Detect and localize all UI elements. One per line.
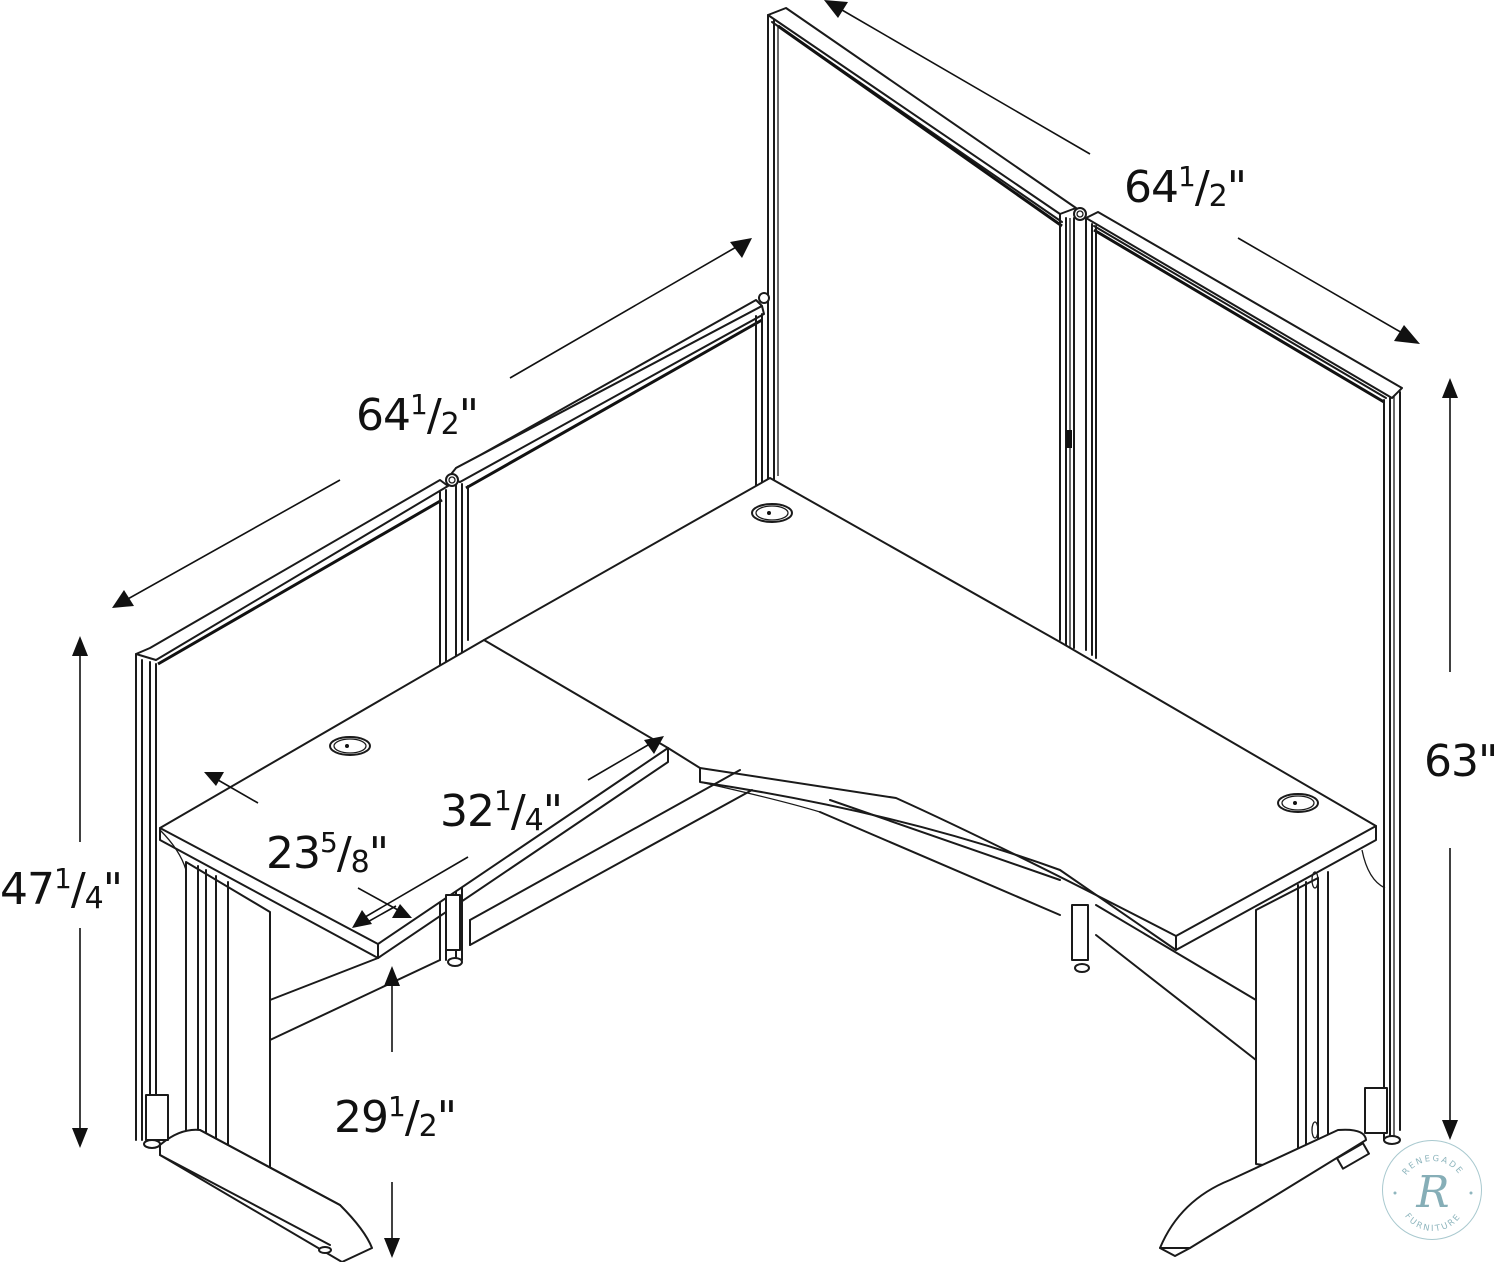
brand-watermark: RENEGADE FURNITURE R: [1382, 1140, 1482, 1240]
dim-numerator: 1: [388, 1090, 406, 1123]
dim-numerator: 5: [320, 826, 338, 859]
label-top-left-width: 641/2": [356, 388, 479, 442]
dim-denominator: 8: [350, 845, 370, 880]
dim-line-tall-height: [1442, 378, 1458, 1140]
grommet-rear: [751, 503, 793, 523]
dim-denominator: 2: [440, 407, 460, 442]
label-desk-height: 291/2": [334, 1090, 457, 1144]
dim-numerator: 1: [494, 784, 512, 817]
short-panel-rear: [447, 299, 765, 961]
dim-whole: 23: [266, 828, 321, 879]
dim-line-short-height: [72, 636, 88, 1148]
panel-connector: [1073, 207, 1087, 221]
tall-panel-right: [1085, 211, 1403, 1141]
dim-line-return-length: [352, 736, 664, 928]
dim-numerator: 1: [410, 388, 428, 421]
leg-right: [1159, 849, 1401, 1257]
dim-numerator: 1: [1178, 160, 1196, 193]
modesty-panel-right: [819, 799, 1061, 916]
dim-unit: ": [102, 864, 123, 915]
dim-line-top-right: [824, 0, 1420, 344]
label-top-right-width: 641/2": [1124, 160, 1247, 214]
grommet-left: [329, 736, 371, 756]
dim-unit: ": [542, 786, 563, 837]
watermark-monogram: R: [1415, 1167, 1449, 1218]
desk-top: [159, 477, 1377, 959]
label-short-panel-height: 471/4": [0, 862, 123, 916]
grommet-right: [1277, 793, 1319, 813]
dim-whole: 63: [1424, 736, 1479, 787]
dim-line-top-left: [112, 238, 752, 608]
dim-whole: 64: [356, 390, 411, 441]
dim-numerator: 1: [54, 862, 72, 895]
modesty-panel-left: [469, 769, 753, 946]
dim-whole: 64: [1124, 162, 1179, 213]
dim-unit: ": [1226, 162, 1247, 213]
dim-whole: 29: [334, 1092, 389, 1143]
dim-unit: ": [458, 390, 479, 441]
dim-whole: 32: [440, 786, 495, 837]
dim-denominator: 2: [418, 1109, 438, 1144]
leg-left: [143, 829, 373, 1262]
dim-denominator: 4: [84, 881, 104, 916]
label-tall-panel-height: 63": [1424, 740, 1498, 784]
dim-denominator: 2: [1208, 179, 1228, 214]
dim-whole: 47: [0, 864, 55, 915]
dim-line-desk-height: [384, 966, 400, 1258]
connector-brackets: [445, 894, 1090, 973]
dim-unit: ": [436, 1092, 457, 1143]
label-desk-depth: 235/8": [266, 826, 389, 880]
tall-panel-left: [767, 7, 1077, 649]
stretcher-left: [269, 957, 441, 1041]
dim-unit: ": [368, 828, 389, 879]
dim-line-desk-depth: [204, 772, 412, 925]
dim-denominator: 4: [524, 803, 544, 838]
dim-unit: ": [1478, 736, 1498, 787]
stretcher-right: [1095, 904, 1257, 1061]
label-return-length: 321/4": [440, 784, 563, 838]
